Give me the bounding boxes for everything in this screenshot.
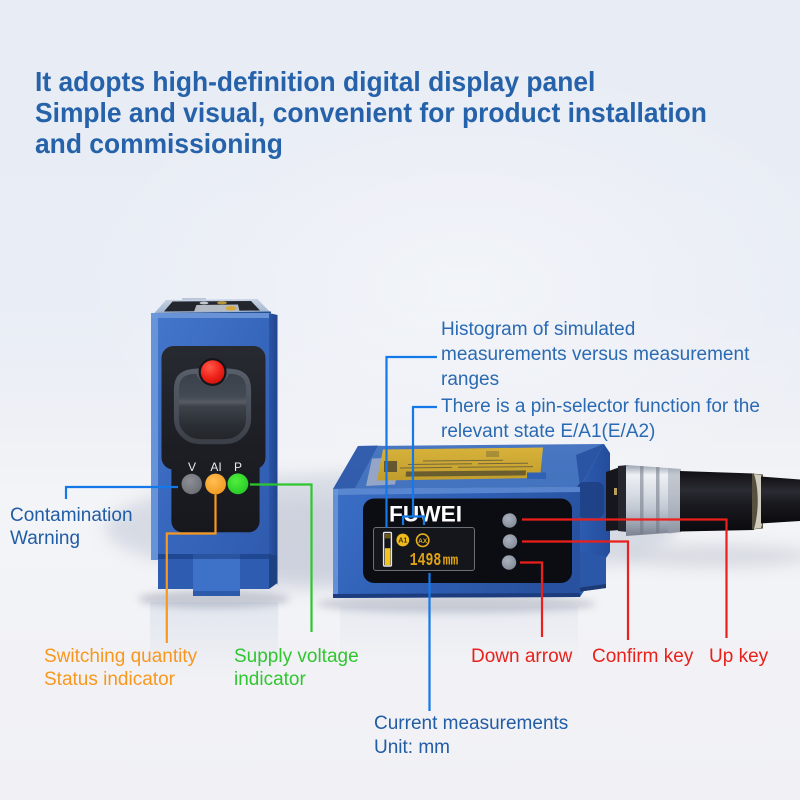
svg-text:V: V bbox=[188, 460, 196, 474]
svg-text:A1: A1 bbox=[398, 538, 407, 545]
svg-text:AX: AX bbox=[418, 538, 428, 545]
svg-text:P: P bbox=[234, 460, 242, 474]
svg-text:FUWEI: FUWEI bbox=[389, 502, 462, 527]
svg-text:1498: 1498 bbox=[410, 551, 442, 571]
svg-text:mm: mm bbox=[443, 553, 459, 570]
svg-text:AI: AI bbox=[210, 460, 221, 474]
